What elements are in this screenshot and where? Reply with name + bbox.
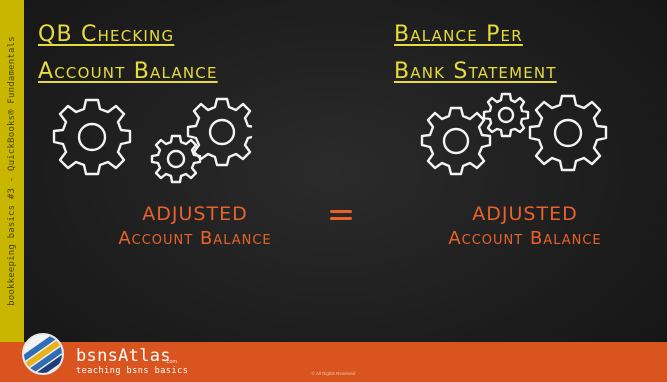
right-adjusted-label: ADJUSTED [472,203,578,225]
left-adjusted-balance: ADJUSTED Account Balance [90,202,300,252]
footer-bar [0,342,667,382]
right-heading-line1: Balance Per [394,22,523,47]
side-label: bookkeeping basics #3 - QuickBooks® Fund… [7,36,17,306]
left-heading-line2: Account Balance [38,59,218,84]
left-account-balance-label: Account Balance [118,228,272,249]
gears-icon-right [420,92,620,182]
gears-icon-left [52,96,252,186]
globe-logo-icon [22,333,64,375]
left-heading-line1: QB Checking [38,22,175,47]
right-adjusted-balance: ADJUSTED Account Balance [420,202,630,252]
brand-name: bsnsAtlas [76,346,171,366]
tagline: teaching bsns basics [76,366,189,376]
right-heading-line2: Bank Statement [394,59,557,84]
brand-suffix: .com [165,359,178,365]
equals-sign [330,208,354,222]
copyright-notice: © All Rights Reserved [311,371,356,376]
right-account-balance-label: Account Balance [448,228,602,249]
side-stripe: bookkeeping basics #3 - QuickBooks® Fund… [0,0,24,342]
left-adjusted-label: ADJUSTED [142,203,248,225]
